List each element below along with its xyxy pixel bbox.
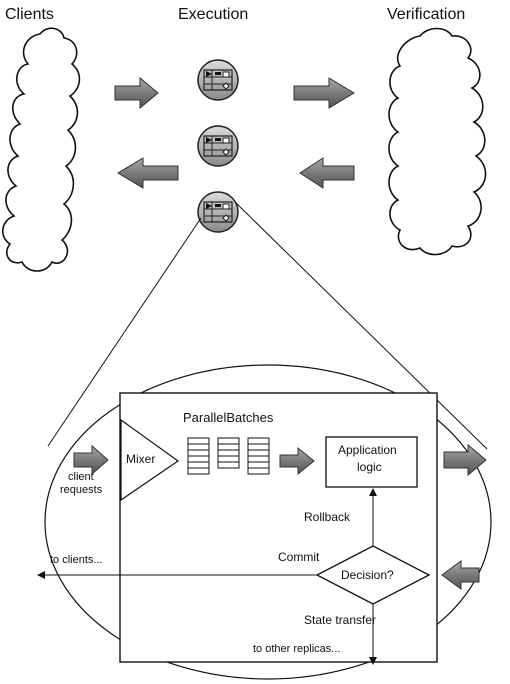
mixer-label: Mixer bbox=[126, 452, 156, 466]
zoom-line-left bbox=[47, 217, 202, 447]
execution-heading: Execution bbox=[178, 6, 249, 23]
batch-stack-3 bbox=[247, 437, 270, 475]
execution-detail-box bbox=[119, 392, 438, 663]
application-logic-box bbox=[325, 436, 418, 488]
application-logic-label-2: logic bbox=[357, 460, 382, 474]
to-other-replicas-label: to other replicas... bbox=[253, 643, 341, 655]
arrow-clients-to-execution bbox=[114, 76, 159, 110]
replica-icon-1 bbox=[197, 59, 239, 101]
batch-stack-1 bbox=[187, 437, 210, 475]
arrow-verification-to-execution bbox=[299, 157, 355, 189]
zoom-ellipse bbox=[44, 364, 492, 680]
verification-cloud bbox=[388, 27, 487, 256]
clients-heading: Clients bbox=[5, 6, 54, 23]
replica-icon-3 bbox=[197, 191, 239, 233]
application-logic-label-1: Application bbox=[338, 443, 397, 457]
arrow-execution-to-clients bbox=[117, 157, 179, 189]
arrow-app-out bbox=[443, 443, 487, 477]
rollback-label: Rollback bbox=[304, 510, 351, 524]
decision-label: Decision? bbox=[341, 568, 394, 582]
client-requests-label-2: requests bbox=[60, 484, 103, 496]
state-transfer-label: State transfer bbox=[304, 613, 377, 627]
replica-icon-2 bbox=[197, 125, 239, 167]
arrow-execution-to-verification bbox=[293, 77, 355, 109]
zoom-line-right bbox=[234, 201, 488, 450]
commit-label: Commit bbox=[278, 550, 320, 564]
parallel-batches-label: ParallelBatches bbox=[183, 410, 274, 425]
client-requests-label-1: client bbox=[68, 471, 94, 483]
mixer-triangle bbox=[120, 418, 180, 502]
clients-cloud bbox=[2, 27, 81, 272]
arrow-client-requests-in bbox=[73, 444, 109, 476]
batch-stack-2 bbox=[217, 437, 240, 469]
verification-heading: Verification bbox=[387, 6, 466, 23]
to-clients-label: to clients... bbox=[50, 554, 103, 566]
arrow-verification-in bbox=[441, 560, 480, 590]
arrow-batches-to-app bbox=[279, 446, 315, 476]
